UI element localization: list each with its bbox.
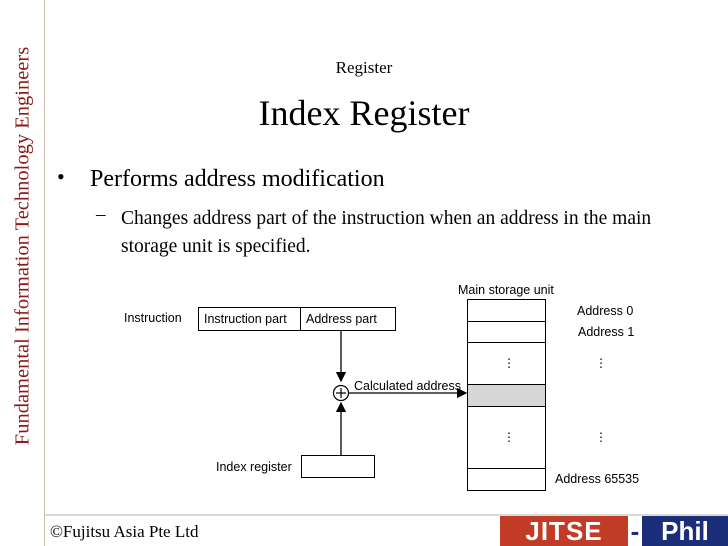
index-register-box: [301, 455, 375, 478]
logo-dash: -: [630, 516, 640, 546]
storage-row-divider: [467, 468, 546, 469]
slide-subtitle: Register: [335, 58, 393, 77]
instruction-part-cell: Instruction part: [204, 312, 287, 326]
slide-title: Index Register: [258, 93, 470, 133]
bullet-marker: •: [57, 164, 65, 189]
footer-copyright: ©Fujitsu Asia Pte Ltd: [50, 522, 199, 541]
calculated-address-label: Calculated address: [354, 379, 462, 393]
side-band: [0, 0, 45, 546]
address-0-label: Address 0: [577, 304, 634, 318]
storage-row-divider: [467, 321, 546, 322]
instruction-label: Instruction: [124, 311, 182, 325]
sub-bullet-marker: –: [96, 204, 106, 225]
address-part-cell: Address part: [306, 312, 377, 326]
address-ellipsis: ⋮: [595, 430, 607, 444]
calculated-address-cell: [468, 384, 545, 407]
footer-divider: [45, 514, 728, 516]
address-ellipsis: ⋮: [595, 356, 607, 370]
storage-ellipsis: ⋮: [503, 356, 515, 370]
address-1-label: Address 1: [578, 325, 635, 339]
logo-left-text: JITSE: [500, 516, 628, 546]
bullet-1-text: Performs address modification: [90, 166, 385, 192]
address-last-label: Address 65535: [555, 472, 640, 486]
storage-row-divider: [467, 342, 546, 343]
index-register-label: Index register: [216, 460, 292, 474]
logo-right-text: Phil: [642, 516, 728, 546]
bullet-2-text: Changes address part of the instruction …: [121, 208, 652, 257]
storage-ellipsis: ⋮: [503, 430, 515, 444]
instruction-box-divider: [300, 307, 301, 331]
side-band-divider: [44, 0, 45, 546]
instruction-box: [198, 307, 396, 331]
main-storage-label: Main storage unit: [458, 283, 554, 297]
jitse-phil-logo: JITSE - Phil: [500, 516, 728, 546]
